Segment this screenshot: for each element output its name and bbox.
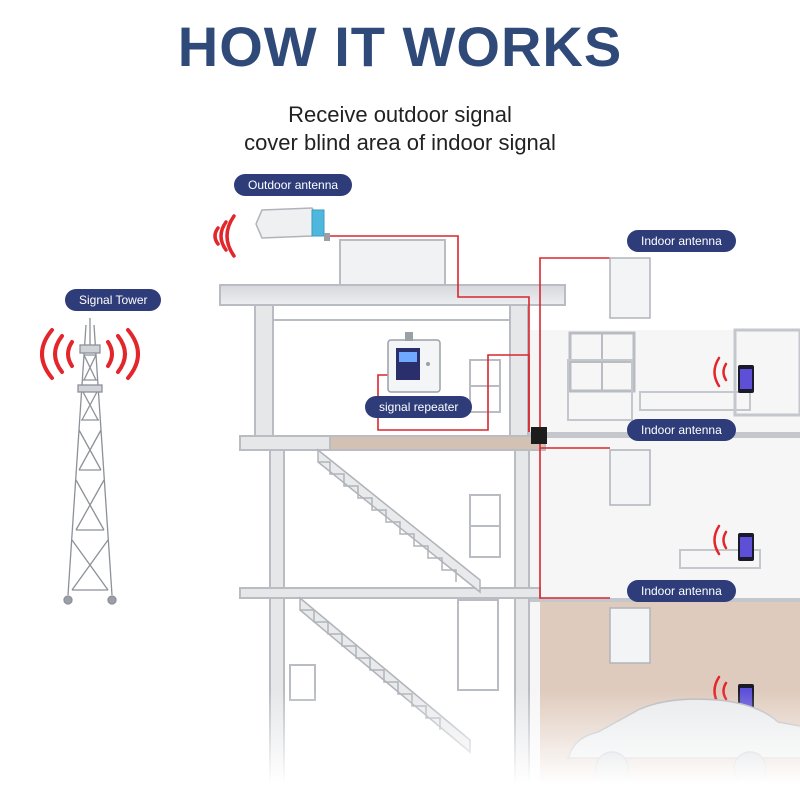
phone-icon — [738, 365, 754, 393]
signal-wave-icon — [40, 328, 140, 380]
indoor-antenna-icon — [609, 257, 651, 319]
phone-icon — [738, 533, 754, 561]
label-indoor-antenna-top: Indoor antenna — [627, 230, 736, 252]
label-indoor-antenna-middle: Indoor antenna — [627, 419, 736, 441]
indoor-antenna-icon — [609, 607, 651, 664]
cable — [330, 235, 610, 599]
label-signal-tower: Signal Tower — [65, 289, 162, 311]
outdoor-antenna-icon — [255, 207, 330, 241]
signal-tower-icon — [63, 318, 117, 605]
splitter-icon — [531, 427, 547, 444]
subtitle-line-2: cover blind area of indoor signal — [244, 130, 556, 155]
page-title: HOW IT WORKS — [177, 15, 623, 78]
staircase — [299, 448, 481, 754]
repeater-icon — [387, 332, 441, 393]
label-signal-repeater: signal repeater — [365, 396, 473, 418]
signal-wave-icon — [213, 214, 236, 258]
indoor-antenna-icon — [609, 449, 651, 506]
label-outdoor-antenna: Outdoor antenna — [234, 174, 353, 196]
subtitle-line-1: Receive outdoor signal — [288, 102, 512, 127]
label-indoor-antenna-bottom: Indoor antenna — [627, 580, 736, 602]
